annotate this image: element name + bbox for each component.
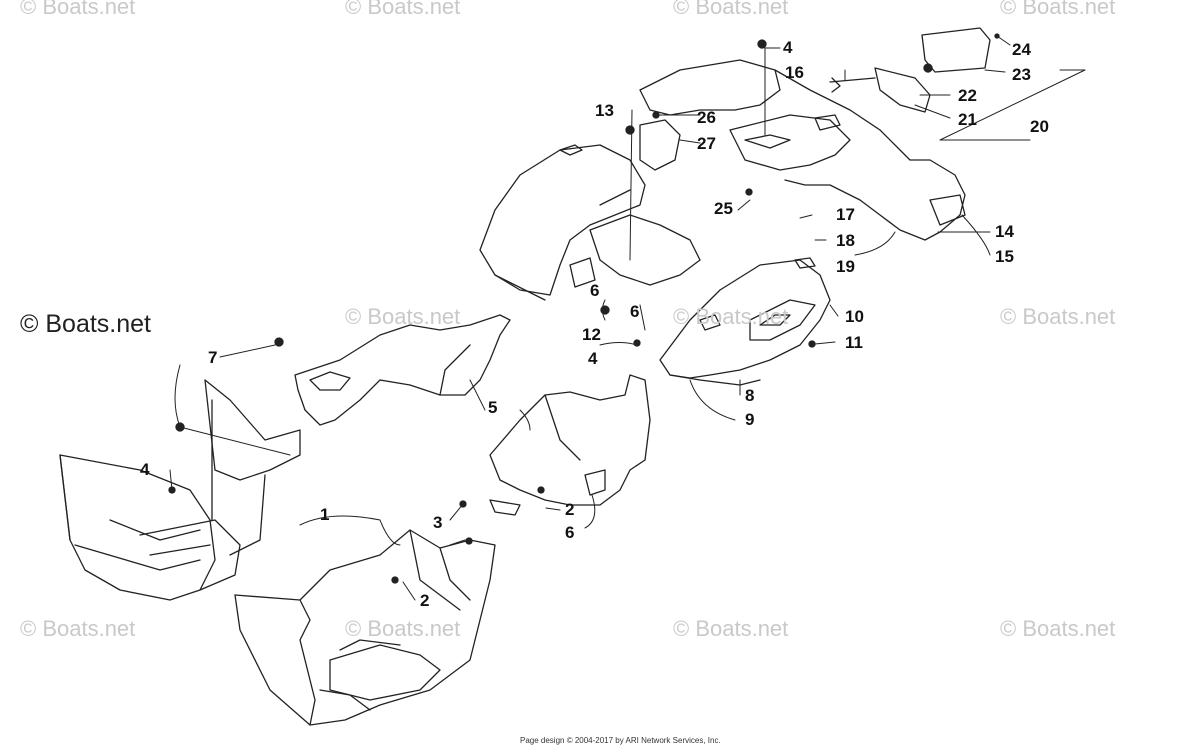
callout-18: 18 (836, 231, 855, 250)
callout-27: 27 (697, 134, 716, 153)
callout-23: 23 (1012, 65, 1031, 84)
callout-17: 17 (836, 205, 855, 224)
callout-4: 4 (588, 349, 598, 368)
callout-6: 6 (565, 523, 575, 542)
watermark-text: © Boats.net (1000, 0, 1116, 19)
callout-26: 26 (697, 108, 716, 127)
callout-4: 4 (783, 38, 793, 57)
callout-9: 9 (745, 410, 755, 429)
center-bracket (569, 119, 701, 288)
callout-25: 25 (714, 199, 733, 218)
taillight-assembly (829, 27, 991, 113)
front-fender (479, 144, 646, 301)
leader-lines (169, 35, 1086, 601)
callout-21: 21 (958, 110, 977, 129)
rear-fender (639, 59, 966, 241)
callout-13: 13 (595, 101, 614, 120)
watermark-text: © Boats.net (673, 0, 789, 19)
callout-19: 19 (836, 257, 855, 276)
callout-22: 22 (958, 86, 977, 105)
callout-2: 2 (565, 500, 575, 519)
callout-5: 5 (488, 398, 498, 417)
watermark-text: © Boats.net (20, 0, 136, 19)
watermark-text: © Boats.net (673, 616, 789, 641)
copyright-footer: Page design © 2004-2017 by ARI Network S… (520, 736, 721, 745)
callout-11: 11 (845, 333, 863, 352)
callout-1: 1 (320, 505, 330, 524)
left-side-panel (294, 314, 511, 426)
callout-2: 2 (420, 591, 430, 610)
watermark-text-bold: © Boats.net (20, 310, 151, 338)
callout-7: 7 (208, 348, 218, 367)
callout-3: 3 (433, 513, 443, 532)
watermark-text: © Boats.net (673, 304, 789, 329)
callout-6: 6 (630, 302, 640, 321)
hardware-fasteners (168, 33, 1000, 584)
callout-15: 15 (995, 247, 1014, 266)
watermark-text: © Boats.net (345, 0, 461, 19)
callout-4: 4 (140, 460, 150, 479)
watermark-text: © Boats.net (345, 304, 461, 329)
callout-10: 10 (845, 307, 864, 326)
rear-footwell-panel (234, 529, 496, 726)
callout-16: 16 (785, 63, 804, 82)
callout-6: 6 (590, 281, 600, 300)
watermark-text: © Boats.net (1000, 304, 1116, 329)
callout-8: 8 (745, 386, 755, 405)
front-footwell-panel (59, 379, 301, 601)
callout-24: 24 (1012, 40, 1031, 59)
callout-20: 20 (1030, 117, 1049, 136)
watermark-text: © Boats.net (20, 616, 136, 641)
callout-14: 14 (995, 222, 1014, 241)
right-side-panel (489, 374, 651, 516)
watermark-text: © Boats.net (1000, 616, 1116, 641)
callout-12: 12 (582, 325, 601, 344)
right-fender (659, 257, 831, 386)
watermark-text: © Boats.net (345, 616, 461, 641)
